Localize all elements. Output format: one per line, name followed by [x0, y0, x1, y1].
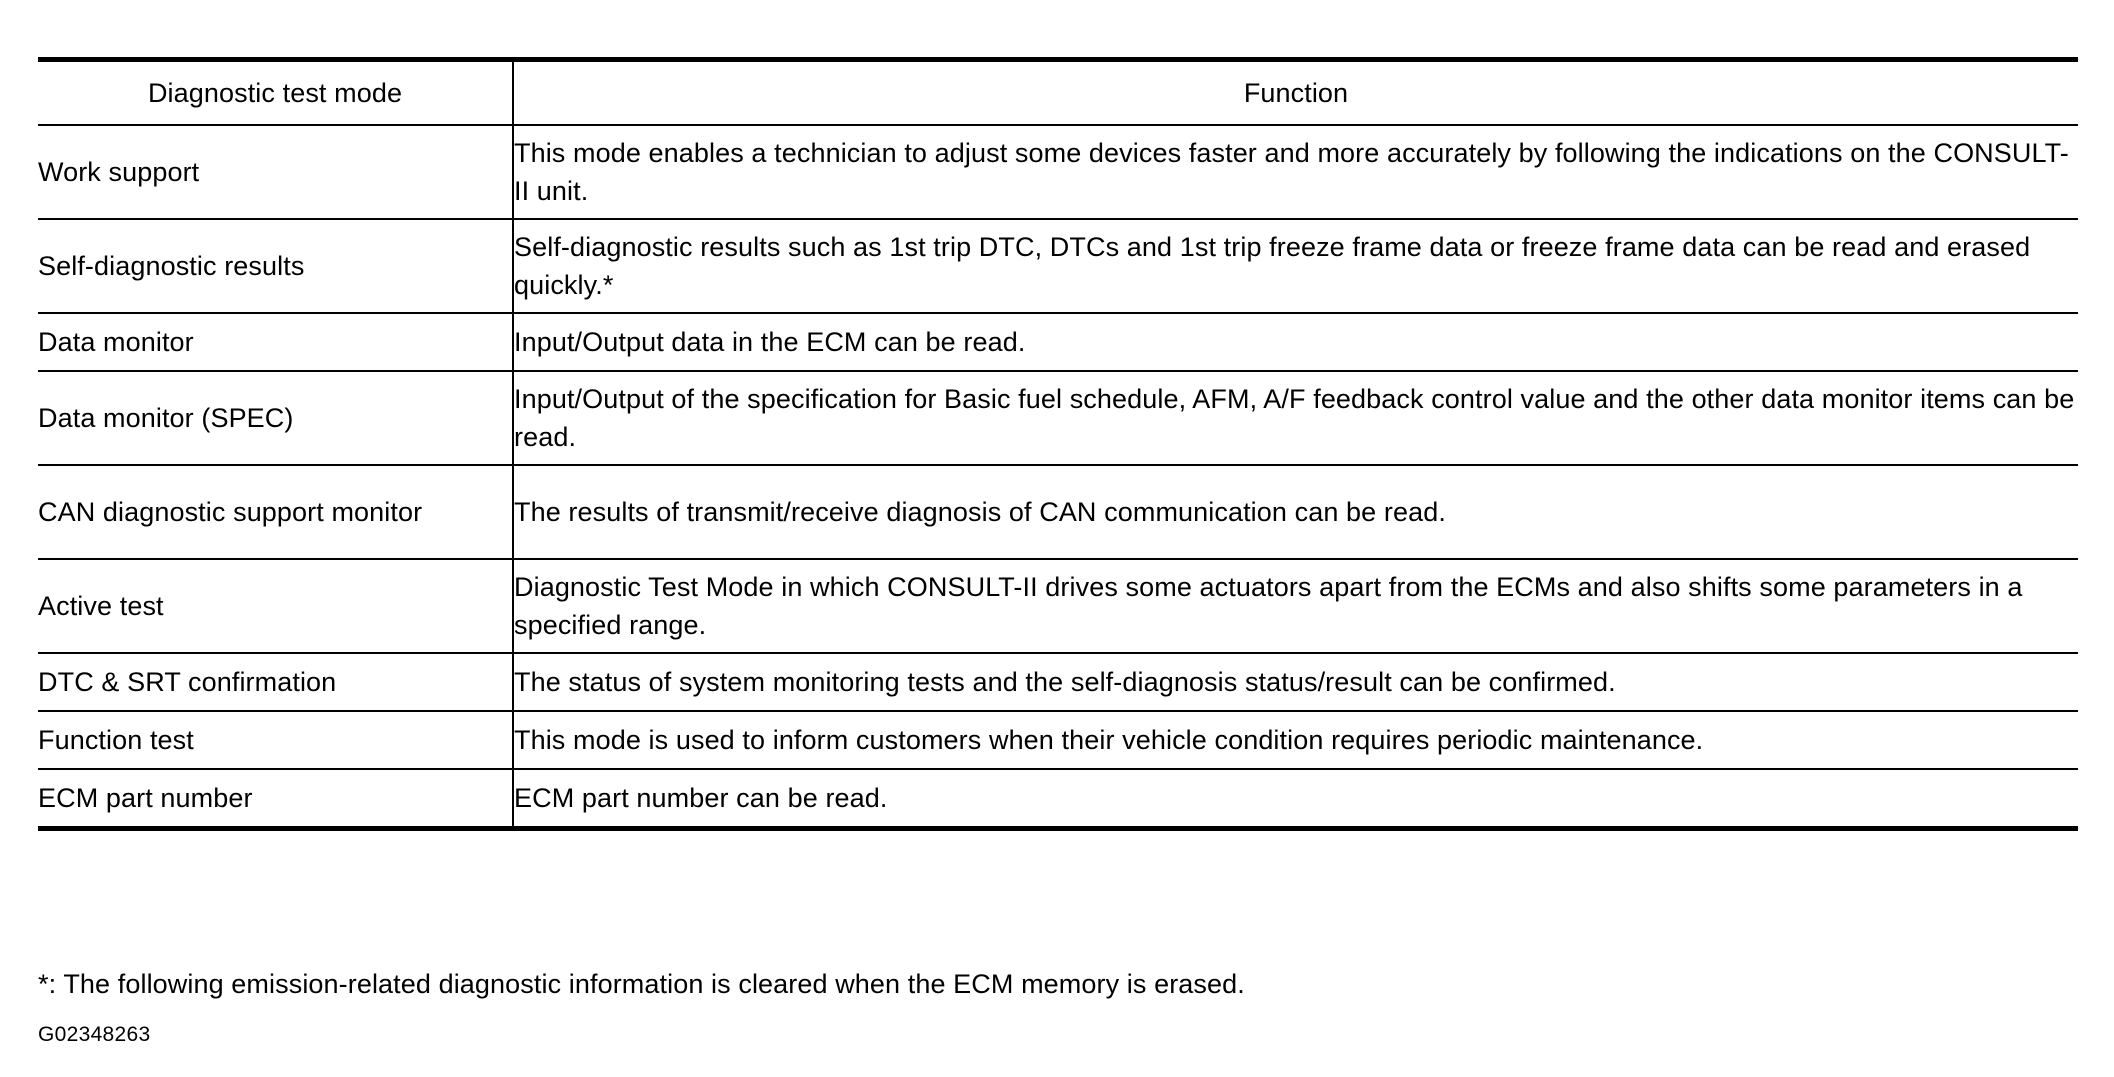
cell-function-dtc-srt-confirmation: The status of system monitoring tests an… — [513, 653, 2078, 712]
column-header-function: Function — [513, 57, 2078, 126]
cell-function-work-support: This mode enables a technician to adjust… — [513, 125, 2078, 220]
cell-mode-function-test: Function test — [38, 711, 514, 770]
cell-function-self-diagnostic-results: Self-diagnostic results such as 1st trip… — [513, 219, 2078, 314]
diagnostic-test-mode-table: Diagnostic test mode Function Work suppo… — [38, 57, 2078, 831]
cell-mode-dtc-srt-confirmation: DTC & SRT confirmation — [38, 653, 514, 712]
cell-function-ecm-part-number: ECM part number can be read. — [513, 769, 2078, 831]
table-row: Function test This mode is used to infor… — [38, 711, 2078, 770]
diagnostic-test-mode-table-wrapper: Diagnostic test mode Function Work suppo… — [38, 57, 2078, 831]
table-row: Self-diagnostic results Self-diagnostic … — [38, 219, 2078, 314]
table-row: ECM part number ECM part number can be r… — [38, 769, 2078, 831]
table-row: DTC & SRT confirmation The status of sys… — [38, 653, 2078, 712]
column-header-diagnostic-test-mode: Diagnostic test mode — [38, 57, 514, 126]
figure-id-label: G02348263 — [38, 1023, 151, 1046]
cell-function-data-monitor: Input/Output data in the ECM can be read… — [513, 313, 2078, 372]
cell-function-data-monitor-spec: Input/Output of the specification for Ba… — [513, 371, 2078, 466]
table-header-row: Diagnostic test mode Function — [38, 57, 2078, 126]
table-footnote: *: The following emission-related diagno… — [38, 969, 1245, 999]
table-row: Active test Diagnostic Test Mode in whic… — [38, 559, 2078, 654]
cell-mode-self-diagnostic-results: Self-diagnostic results — [38, 219, 514, 314]
cell-mode-work-support: Work support — [38, 125, 514, 220]
table-header: Diagnostic test mode Function — [38, 57, 2078, 126]
cell-mode-can-diagnostic-support-monitor: CAN diagnostic support monitor — [38, 465, 514, 560]
cell-function-function-test: This mode is used to inform customers wh… — [513, 711, 2078, 770]
cell-mode-active-test: Active test — [38, 559, 514, 654]
table-row: CAN diagnostic support monitor The resul… — [38, 465, 2078, 560]
cell-function-active-test: Diagnostic Test Mode in which CONSULT-II… — [513, 559, 2078, 654]
table-row: Data monitor Input/Output data in the EC… — [38, 313, 2078, 372]
table-row: Data monitor (SPEC) Input/Output of the … — [38, 371, 2078, 466]
table-body: Work support This mode enables a technic… — [38, 125, 2078, 831]
cell-mode-data-monitor-spec: Data monitor (SPEC) — [38, 371, 514, 466]
table-row: Work support This mode enables a technic… — [38, 125, 2078, 220]
cell-mode-data-monitor: Data monitor — [38, 313, 514, 372]
cell-mode-ecm-part-number: ECM part number — [38, 769, 514, 831]
cell-function-can-diagnostic-support-monitor: The results of transmit/receive diagnosi… — [513, 465, 2078, 560]
